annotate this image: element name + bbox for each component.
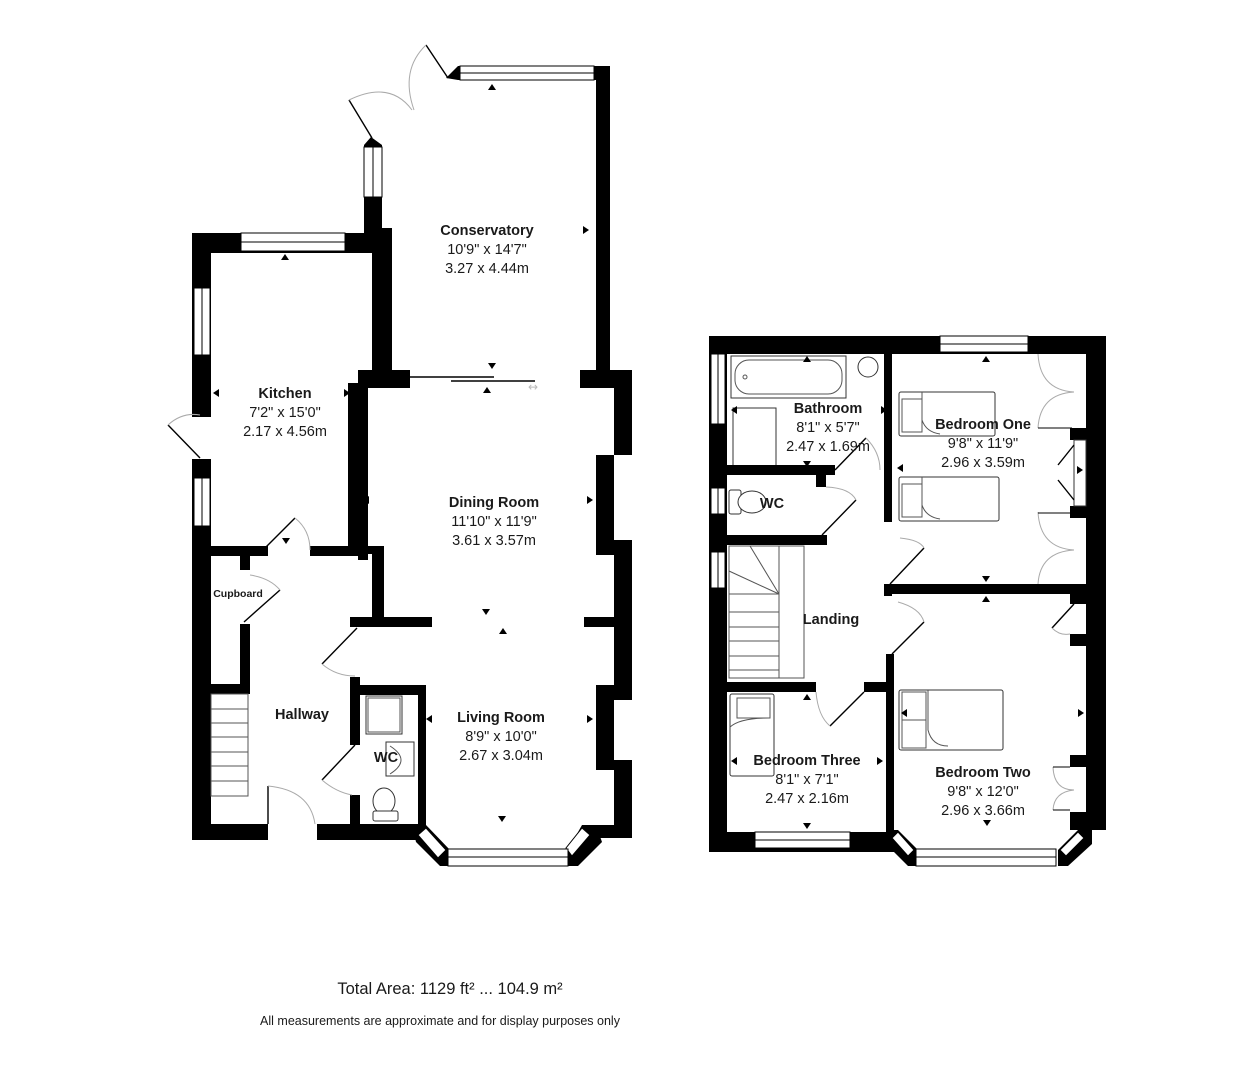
room-metric-dims: 3.27 x 4.44m	[445, 261, 529, 277]
living-room-bay-window	[412, 825, 602, 867]
room-name: Bedroom Three	[753, 753, 861, 769]
room-metric-dims: 2.47 x 1.69m	[786, 439, 870, 455]
room-name: Landing	[802, 612, 860, 628]
room-label-kitchen: Kitchen 7'2" x 15'0" 2.17 x 4.56m	[243, 385, 327, 442]
first-wc	[727, 486, 857, 545]
bath-tub-icon	[730, 355, 847, 399]
room-imperial-dims: 7'2" x 15'0"	[249, 405, 321, 421]
room-name: Dining Room	[448, 495, 540, 511]
dining-living-walls: ↔	[350, 370, 632, 838]
room-imperial-dims: 10'9" x 14'7"	[447, 242, 527, 258]
first-floor-outer-walls	[709, 335, 1106, 852]
room-label-landing: Landing	[803, 611, 859, 630]
bathroom-basin-icon	[857, 356, 879, 378]
disclaimer-text: All measurements are approximate and for…	[260, 1014, 620, 1028]
room-name: WC	[373, 750, 399, 766]
room-metric-dims: 2.96 x 3.59m	[941, 455, 1025, 471]
room-name: Conservatory	[440, 223, 534, 239]
room-label-hallway: Hallway	[275, 706, 329, 725]
ground-wc	[321, 677, 426, 835]
room-metric-dims: 3.61 x 3.57m	[452, 533, 536, 549]
kitchen-side-door-leaf	[167, 424, 201, 459]
room-imperial-dims: 9'8" x 11'9"	[947, 436, 1019, 452]
room-label-ground-wc: WC	[374, 749, 398, 768]
dimension-arrows-ground	[213, 84, 593, 822]
dimension-arrows-first	[731, 356, 1084, 829]
kitchen-hallway-door-leaf	[262, 517, 296, 551]
basin-icon	[385, 741, 415, 777]
room-metric-dims: 2.47 x 2.16m	[765, 791, 849, 807]
room-imperial-dims: 8'9" x 10'0"	[465, 729, 537, 745]
room-label-bedroom-two: Bedroom Two 9'8" x 12'0" 2.96 x 3.66m	[935, 764, 1031, 821]
room-imperial-dims: 9'8" x 12'0"	[947, 784, 1019, 800]
room-imperial-dims: 8'1" x 5'7"	[796, 420, 860, 436]
first-floor-stairs	[727, 464, 1092, 844]
room-label-dining-room: Dining Room 11'10" x 11'9" 3.61 x 3.57m	[449, 494, 539, 551]
room-name: Living Room	[457, 710, 545, 726]
room-metric-dims: 2.67 x 3.04m	[459, 748, 543, 764]
room-label-bedroom-one: Bedroom One 9'8" x 11'9" 2.96 x 3.59m	[935, 416, 1031, 473]
bathroom	[727, 354, 892, 487]
conservatory-door-leaf-left	[348, 99, 373, 139]
room-name: Cupboard	[213, 588, 263, 600]
conservatory-walls	[348, 44, 610, 380]
first-floor-plan	[709, 335, 1106, 867]
room-label-conservatory: Conservatory 10'9" x 14'7" 3.27 x 4.44m	[440, 222, 533, 279]
conservatory-door-leaf-right	[425, 44, 449, 79]
room-label-cupboard: Cupboard	[213, 585, 263, 604]
room-label-bathroom: Bathroom 8'1" x 5'7" 2.47 x 1.69m	[786, 400, 870, 457]
room-imperial-dims: 11'10" x 11'9"	[451, 514, 537, 530]
toilet-icon	[372, 787, 396, 815]
ground-floor-plan: ↔	[167, 44, 632, 867]
bed-icon	[729, 693, 775, 777]
room-metric-dims: 2.96 x 3.66m	[941, 803, 1025, 819]
room-metric-dims: 2.17 x 4.56m	[243, 424, 327, 440]
room-label-first-wc: WC	[760, 495, 784, 514]
bedroom-one	[898, 353, 1087, 585]
room-name: Kitchen	[258, 386, 312, 402]
bathroom-shower-icon	[732, 407, 777, 467]
room-name: Bedroom One	[935, 417, 1031, 433]
room-imperial-dims: 8'1" x 7'1"	[775, 772, 839, 788]
hallway-walls	[192, 517, 423, 840]
room-label-bedroom-three: Bedroom Three 8'1" x 7'1" 2.47 x 2.16m	[753, 752, 860, 809]
svg-text:↔: ↔	[528, 380, 538, 394]
room-name: WC	[759, 496, 785, 512]
room-name: Bedroom Two	[935, 765, 1031, 781]
room-label-living-room: Living Room 8'9" x 10'0" 2.67 x 3.04m	[457, 709, 545, 766]
bedroom-two-bay-window	[886, 830, 1092, 867]
room-name: Hallway	[275, 707, 329, 723]
shower-tray-icon	[365, 695, 403, 735]
total-area-text: Total Area: 1129 ft² ... 104.9 m²	[337, 980, 563, 998]
bed-icon	[898, 391, 996, 437]
double-bed-icon	[898, 689, 1004, 751]
room-name: Bathroom	[793, 401, 863, 417]
bedroom-two	[898, 594, 1086, 830]
